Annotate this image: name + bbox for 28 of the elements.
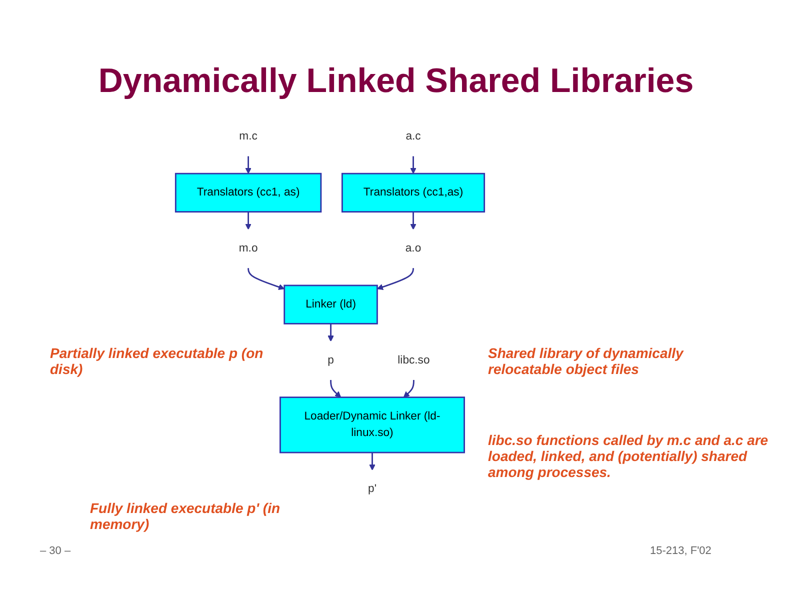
node-box: Translators (cc1, as) [174,172,322,213]
node-text: p' [368,482,376,496]
node-text: m.c [239,130,258,142]
node-text: p [328,354,334,366]
node-text: m.o [238,242,258,254]
annotation-text: libc.so functions called by m.c and a.c are loaded, linked, and (potentially) shared among processes. [488,432,770,480]
node-box: Linker (ld) [284,284,378,324]
annotation-text: Partially linked executable p (on disk) [50,345,264,377]
node-box: Translators (cc1,as) [341,172,486,213]
node-box: Loader/Dynamic Linker (ld-linux.so) [280,396,465,454]
arrow [403,380,414,398]
arrow [330,380,342,398]
arrow [248,268,285,290]
arrow [328,324,334,342]
arrow [369,452,376,471]
arrow [376,268,414,290]
arrow [410,156,416,174]
annotation-text: Fully linked executable p' (in memory) [90,500,282,532]
slide-title: Dynamically Linked Shared Libraries [97,62,695,101]
footer-text: 15-213, F'02 [650,545,712,557]
footer-text: – 30 – [40,545,72,557]
node-text: a.o [405,242,422,254]
node-text: a.c [406,130,421,142]
arrow [245,156,252,174]
node-text: libc.so [398,354,430,366]
arrow [245,212,252,230]
arrow [410,212,416,230]
annotation-text: Shared library of dynamically relocatable object files [488,345,685,377]
